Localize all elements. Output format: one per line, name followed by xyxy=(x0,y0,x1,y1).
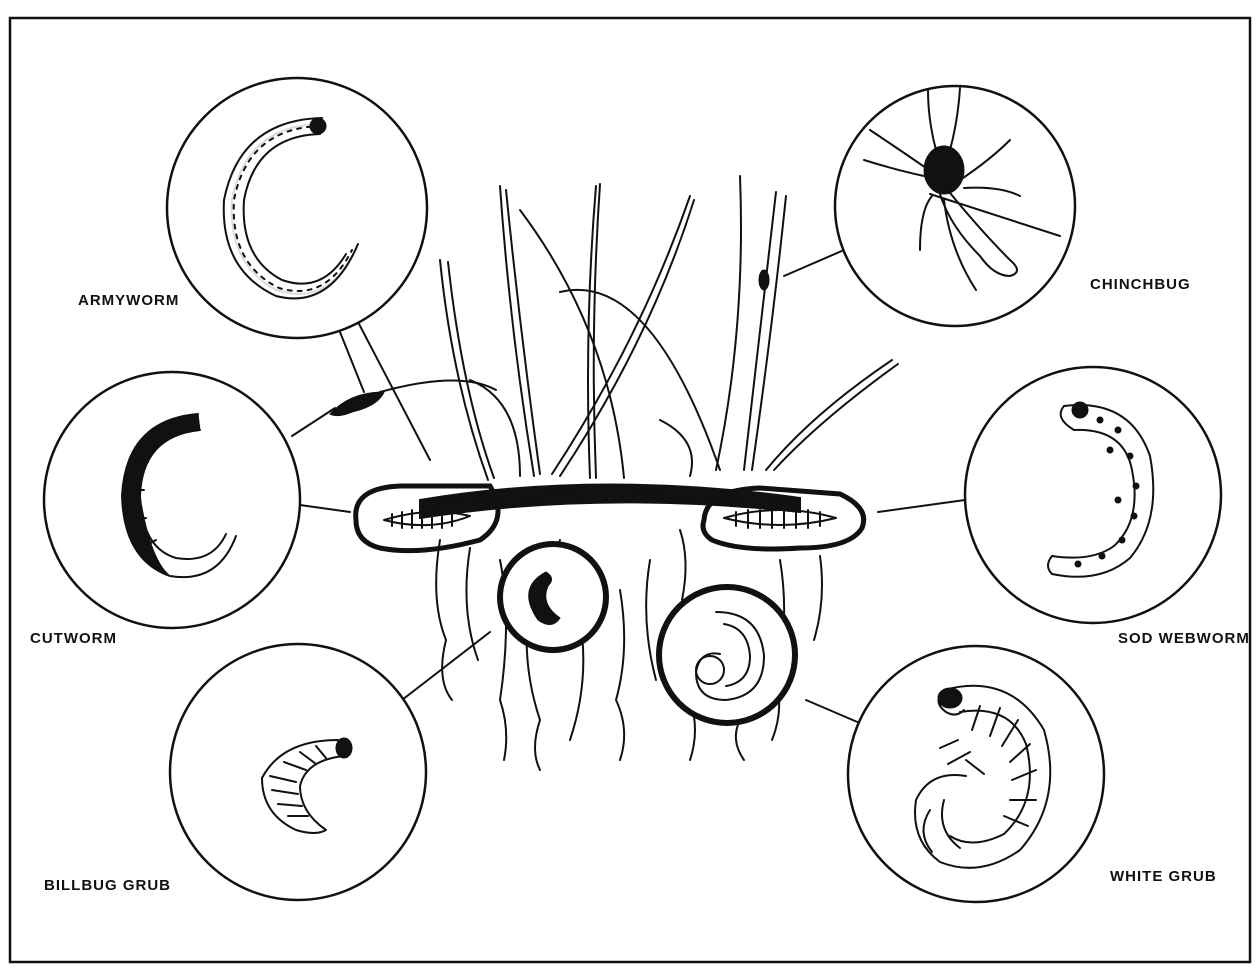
cutworm-circle xyxy=(44,372,300,628)
label-chinchbug: CHINCHBUG xyxy=(1090,276,1191,293)
billbug-grub-circle xyxy=(170,644,426,900)
armyworm-connector-b xyxy=(358,322,430,460)
white-grub-circle xyxy=(848,646,1104,902)
white-grub-soil-circle xyxy=(659,587,795,723)
white-grub-connector xyxy=(806,700,862,724)
sod-webworm-circle xyxy=(965,367,1221,623)
armyworm-circle xyxy=(167,78,427,338)
billbug-soil-circle xyxy=(500,544,606,650)
armyworm-on-blade xyxy=(330,392,384,416)
armyworm-connector-a xyxy=(336,322,364,392)
chinchbug-circle xyxy=(835,86,1075,326)
label-billbug-grub: BILLBUG GRUB xyxy=(44,877,171,894)
label-white-grub: WHITE GRUB xyxy=(1110,868,1217,885)
label-sod-webworm: SOD WEBWORM xyxy=(1118,630,1250,647)
chinchbug-connector xyxy=(784,250,844,276)
grass-blades xyxy=(380,176,898,480)
sod-webworm-connector xyxy=(878,500,965,512)
label-armyworm: ARMYWORM xyxy=(78,292,179,309)
chinchbug-on-blade xyxy=(759,270,769,290)
cutworm-connector-a xyxy=(292,408,335,436)
label-cutworm: CUTWORM xyxy=(30,630,117,647)
cutworm-connector-b xyxy=(300,505,350,512)
